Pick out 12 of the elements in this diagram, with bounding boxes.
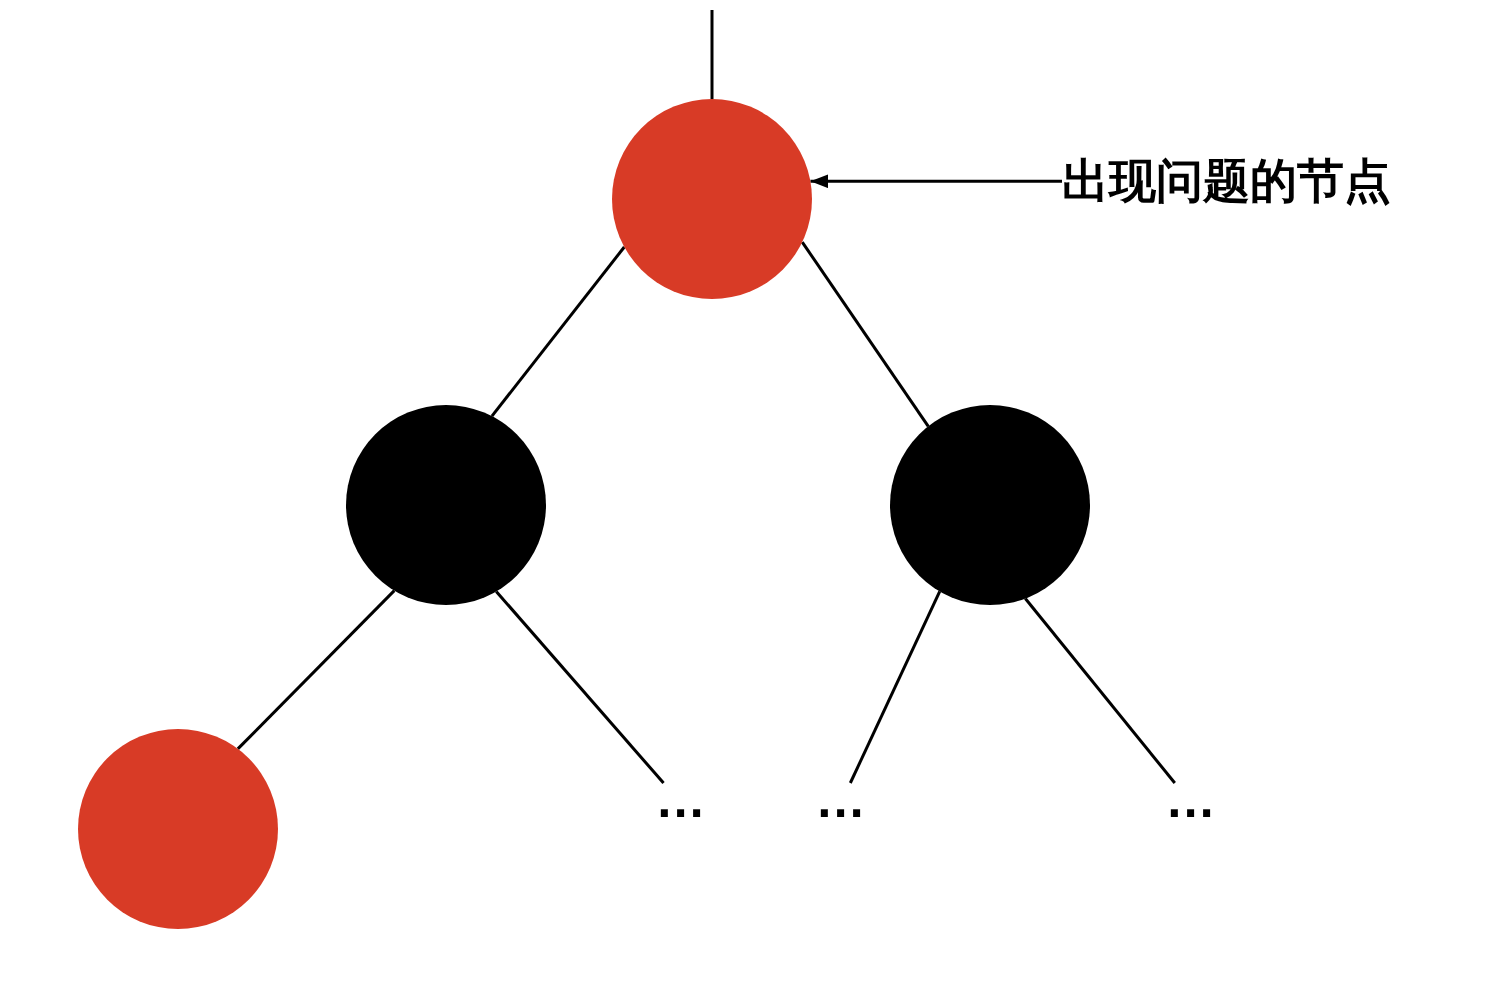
leader-arrow — [810, 174, 1062, 189]
callout-label: 出现问题的节点 — [1062, 153, 1391, 210]
tree-edge — [801, 241, 930, 428]
tree-edge — [848, 590, 942, 784]
ellipsis-text: ... — [816, 783, 866, 823]
tree-edge — [490, 246, 626, 418]
tree-edge — [495, 590, 665, 784]
ellipsis-text: ... — [1166, 783, 1216, 823]
ellipsis-text: ... — [656, 783, 706, 823]
connector-line — [710, 10, 714, 99]
tree-edge — [1024, 597, 1176, 784]
tree-edge — [236, 589, 396, 750]
